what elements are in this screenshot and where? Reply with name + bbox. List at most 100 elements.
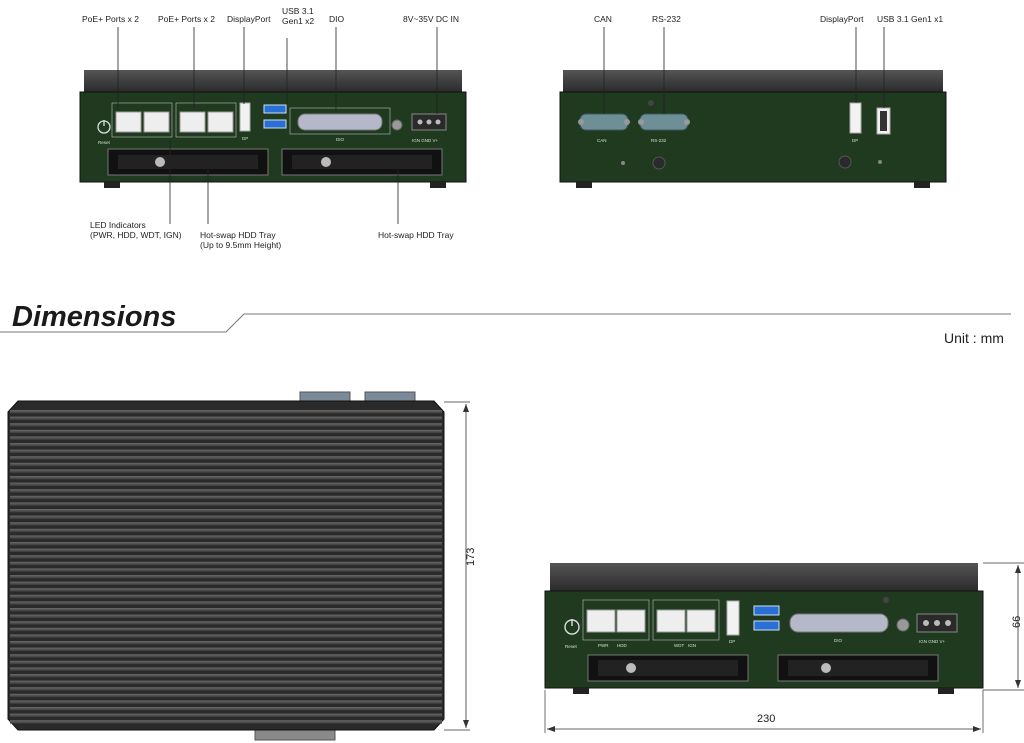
rs232-connector [639,113,689,131]
heatsink-fin [10,429,442,434]
svg-text:Reset: Reset [565,644,578,649]
label-rear-displayport: DisplayPort [820,14,864,24]
section-divider [0,313,1011,333]
svg-text:PWR: PWR [598,643,609,648]
label-can: CAN [594,14,612,24]
unit-label: Unit : mm [944,330,1004,346]
front2-dio-connector [789,613,889,633]
heatsink-fin [10,641,442,645]
front-callout-lines [117,27,438,224]
heatsink-fin [10,581,442,585]
poe-port-4 [207,111,234,133]
svg-text:WDT: WDT [674,643,684,648]
heatsink-fin [10,693,442,698]
front2-poe-port-1 [586,609,616,633]
label-hdd1-line2: (Up to 9.5mm Height) [200,240,281,250]
heatsink-fin [10,568,442,572]
rear-chassis-top [563,70,943,92]
heatsink-fin [10,542,442,546]
heatsink-fin [10,482,442,486]
front-panel-view: Reset DP DIO IGN GND V+ [79,6,467,250]
label-led-line2: (PWR, HDD, WDT, IGN) [90,230,182,240]
heatsink-fin [10,522,442,526]
svg-text:DP: DP [729,639,735,644]
heatsink-fin [10,575,442,579]
label-hdd1-line1: Hot-swap HDD Tray [200,230,276,240]
heatsink-fin [10,423,442,427]
heatsink-fin [10,495,442,500]
front2-chassis-top [550,563,978,591]
svg-text:DIO: DIO [336,137,345,142]
label-poe-1: PoE+ Ports x 2 [82,14,139,24]
poe-port-group-1 [111,102,173,138]
heatsink-fin [10,489,442,493]
top-view: 173 [7,391,477,741]
heatsink-fin [10,674,442,678]
label-usb-line2: Gen1 x2 [282,16,314,26]
poe-port-group-2 [175,102,237,138]
height-value: 66 [1011,616,1023,628]
poe-port-3 [179,111,206,133]
label-led-line1: LED Indicators [90,220,146,230]
front2-poe-port-4 [686,609,716,633]
label-displayport: DisplayPort [227,14,271,24]
label-usb-line1: USB 3.1 [282,6,314,16]
heatsink-fin [10,707,442,711]
rear-callout-lines [603,27,885,114]
heatsink-fin [10,436,442,440]
label-rear-usb: USB 3.1 Gen1 x1 [877,14,943,24]
heatsink-fin [10,621,442,625]
heatsink-fin [10,667,442,671]
antenna-hole [652,156,666,170]
svg-text:DP: DP [242,136,248,141]
rear-displayport-connector [849,102,862,134]
heatsink-fin [10,509,442,513]
reset-label: Reset [98,140,111,145]
heatsink-fin [10,456,442,460]
heatsink-fin [10,515,442,519]
rear-panel-face [559,91,947,183]
heatsink-fin [10,449,442,453]
svg-text:HDD: HDD [617,643,627,648]
dio-connector [297,113,383,131]
heatsink-fin [10,680,442,684]
heatsink-fin [10,660,442,665]
heatsink-fin [10,469,442,473]
heatsink-fin [10,713,442,717]
label-hdd2: Hot-swap HDD Tray [378,230,454,240]
heatsink-fin [10,502,442,506]
heatsink-fin [10,720,442,724]
can-connector [579,113,629,131]
heatsink-fin [10,654,442,658]
front-view-dimensioned: Reset PWR HDD WDT IGN DP DIO IGN GND V+ [544,562,1024,733]
displayport-connector [239,102,251,132]
svg-text:DIO: DIO [834,638,843,643]
label-rs232: RS-232 [652,14,681,24]
usb-port-2 [263,119,287,129]
poe-port-1 [115,111,142,133]
heatsink-fin [10,608,442,612]
heatsink-fin [10,416,442,420]
front-chassis-top [84,70,462,92]
front2-poe-port-3 [656,609,686,633]
heatsink-fin [10,634,442,638]
front2-displayport [726,600,740,636]
heatsink-fin [10,443,442,447]
heatsink-fin [10,528,442,533]
poe-port-2 [143,111,170,133]
label-dc-in: 8V~35V DC IN [403,14,459,24]
heatsink-fin [10,462,442,467]
svg-text:IGN: IGN [688,643,696,648]
section-title: Dimensions [12,301,176,333]
heatsink-fin [10,627,442,632]
heatsink-fin [10,561,442,566]
heatsink-fin [10,601,442,605]
depth-value: 173 [465,548,477,566]
heatsink-fins [10,410,442,724]
front2-poe-port-2 [616,609,646,633]
dimensions-header: Dimensions Unit : mm [0,301,1011,346]
heatsink-fin [10,647,442,651]
svg-text:RS-232: RS-232 [651,138,667,143]
heatsink-fin [10,410,442,414]
heatsink-fin [10,594,442,599]
